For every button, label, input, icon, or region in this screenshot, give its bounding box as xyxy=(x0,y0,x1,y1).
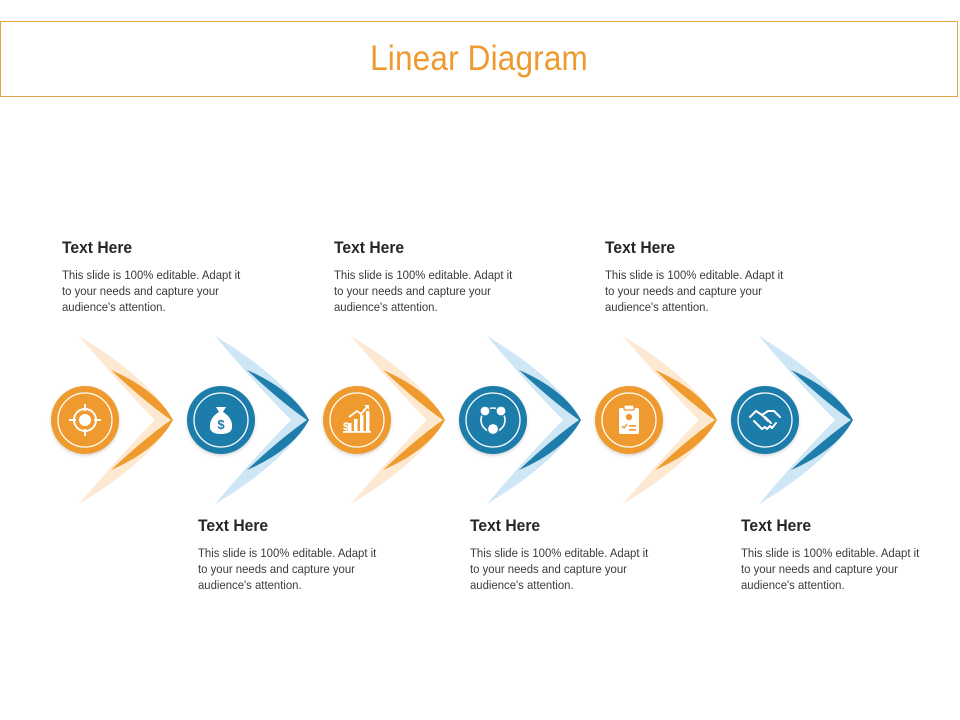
step-2-heading: Text Here xyxy=(198,516,269,535)
step-4-chevron xyxy=(459,336,581,504)
slide-title: Linear Diagram xyxy=(370,39,588,78)
team-network-icon xyxy=(479,405,507,436)
step-4-body: This slide is 100% editable. Adapt it to… xyxy=(470,546,649,592)
step-3-heading: Text Here xyxy=(334,238,405,257)
svg-text:$: $ xyxy=(343,421,349,433)
step-6-text: Text Here This slide is 100% editable. A… xyxy=(741,516,931,593)
step-5-heading: Text Here xyxy=(605,238,676,257)
svg-text:$: $ xyxy=(217,417,225,432)
step-6-heading: Text Here xyxy=(741,516,812,535)
step-1-text: Text Here This slide is 100% editable. A… xyxy=(62,238,252,315)
step-4-heading: Text Here xyxy=(470,516,541,535)
growth-chart-icon: $ xyxy=(343,405,371,433)
title-bar: Linear Diagram xyxy=(0,21,958,97)
target-icon xyxy=(69,404,101,436)
step-3-text: Text Here This slide is 100% editable. A… xyxy=(334,238,524,315)
step-1-heading: Text Here xyxy=(62,238,133,257)
step-6-chevron xyxy=(731,336,853,504)
money-bag-icon: $ xyxy=(209,407,233,434)
step-5-body: This slide is 100% editable. Adapt it to… xyxy=(605,268,784,314)
step-3-body: This slide is 100% editable. Adapt it to… xyxy=(334,268,513,314)
step-3-chevron xyxy=(323,336,445,504)
step-1-body: This slide is 100% editable. Adapt it to… xyxy=(62,268,241,314)
step-2-chevron xyxy=(187,336,309,504)
step-2-text: Text Here This slide is 100% editable. A… xyxy=(198,516,388,593)
handshake-icon xyxy=(749,410,781,430)
clipboard-checklist-icon xyxy=(619,404,639,434)
step-4-text: Text Here This slide is 100% editable. A… xyxy=(470,516,660,593)
step-6-body: This slide is 100% editable. Adapt it to… xyxy=(741,546,920,592)
step-5-text: Text Here This slide is 100% editable. A… xyxy=(605,238,795,315)
step-5-chevron xyxy=(595,336,717,504)
step-2-body: This slide is 100% editable. Adapt it to… xyxy=(198,546,377,592)
